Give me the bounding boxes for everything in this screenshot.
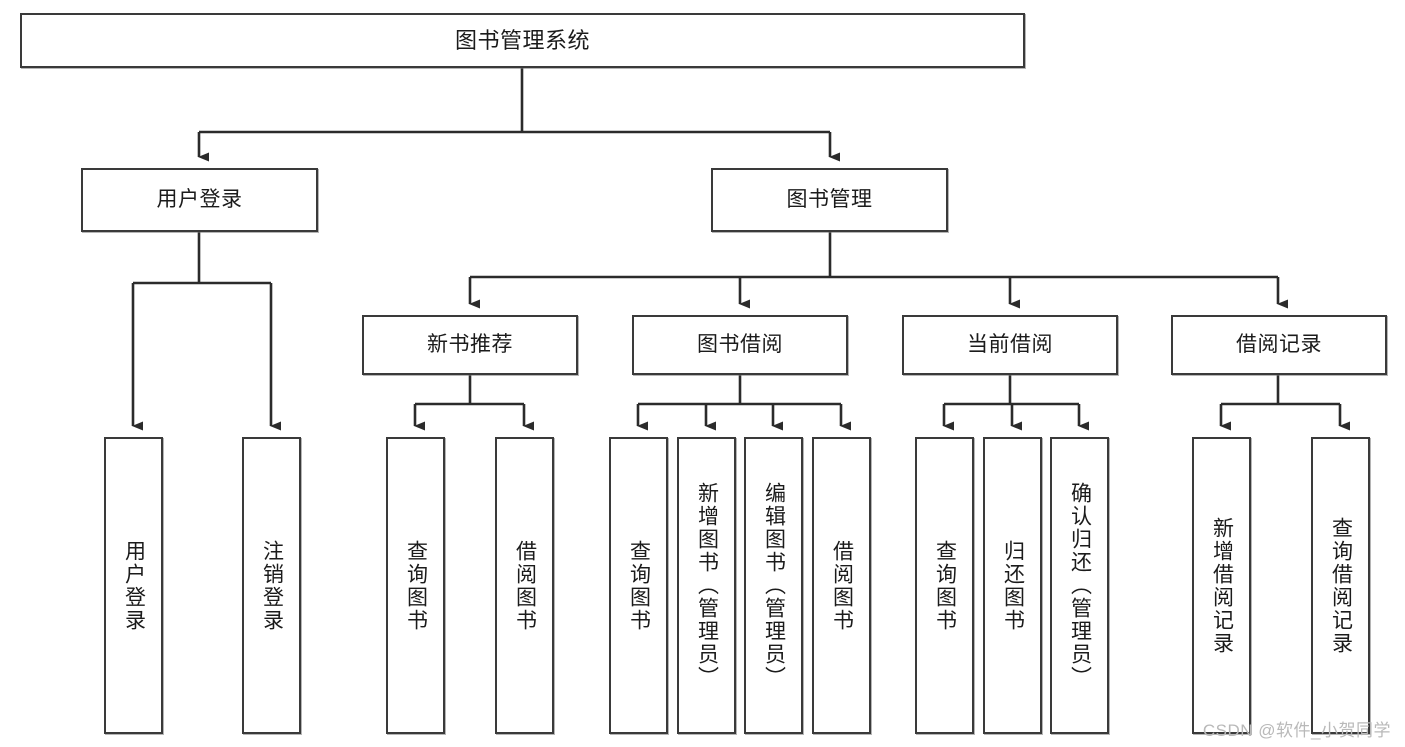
node-label: 借阅记录 [1236,332,1322,356]
node-label: 用户登录 [122,539,146,632]
node-borrow-record[interactable]: 借阅记录 [1171,315,1387,375]
node-label: 用户登录 [156,187,243,211]
node-current-borrow[interactable]: 当前借阅 [902,315,1118,375]
node-label: 图书管理 [786,187,873,211]
leaf-edit-book-admin[interactable]: 编辑图书（管理员） [744,437,803,734]
node-book-borrow[interactable]: 图书借阅 [632,315,848,375]
node-label: 当前借阅 [967,332,1053,356]
leaf-confirm-return-admin[interactable]: 确认归还（管理员） [1050,437,1109,734]
node-root-system[interactable]: 图书管理系统 [20,13,1025,68]
node-label: 查询图书 [933,539,957,632]
leaf-borrow-book-newbook[interactable]: 借阅图书 [495,437,554,734]
leaf-query-book-newbook[interactable]: 查询图书 [386,437,445,734]
leaf-user-login[interactable]: 用户登录 [104,437,163,734]
leaf-add-book-admin[interactable]: 新增图书（管理员） [677,437,736,734]
node-label: 确认归还（管理员） [1068,482,1092,689]
leaf-query-book-current[interactable]: 查询图书 [915,437,974,734]
leaf-query-borrow-record[interactable]: 查询借阅记录 [1311,437,1370,734]
node-label: 借阅图书 [513,539,537,632]
node-label: 注销登录 [260,539,284,632]
node-label: 编辑图书（管理员） [762,482,786,689]
node-book-management[interactable]: 图书管理 [711,168,948,232]
leaf-query-book-borrow[interactable]: 查询图书 [609,437,668,734]
node-label: 查询图书 [627,539,651,632]
node-label: 新增图书（管理员） [695,482,719,689]
node-label: 新增借阅记录 [1210,516,1234,655]
leaf-borrow-book[interactable]: 借阅图书 [812,437,871,734]
leaf-add-borrow-record[interactable]: 新增借阅记录 [1192,437,1251,734]
leaf-return-book[interactable]: 归还图书 [983,437,1042,734]
node-label: 查询借阅记录 [1329,516,1353,655]
node-label: 新书推荐 [427,332,513,356]
node-new-book-recommend[interactable]: 新书推荐 [362,315,578,375]
node-label: 归还图书 [1001,539,1025,632]
node-label: 图书管理系统 [454,27,590,53]
watermark-text: CSDN @软件_小贺同学 [1202,721,1391,740]
node-label: 图书借阅 [697,332,783,356]
leaf-logout-login[interactable]: 注销登录 [242,437,301,734]
node-user-login[interactable]: 用户登录 [81,168,318,232]
node-label: 借阅图书 [830,539,854,632]
node-label: 查询图书 [404,539,428,632]
